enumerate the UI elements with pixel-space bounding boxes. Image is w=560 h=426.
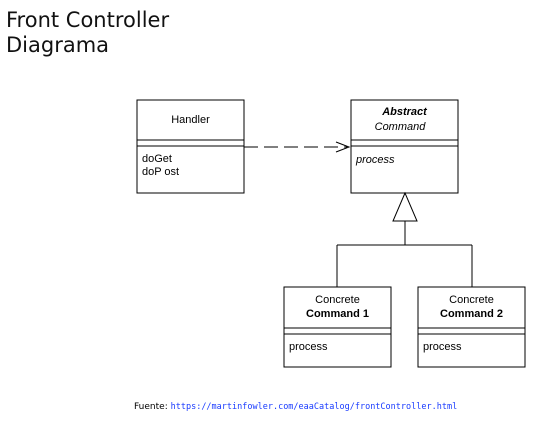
inheritance-connector bbox=[336, 191, 473, 287]
source-footer: Fuente: https://martinfowler.com/eaaCata… bbox=[134, 402, 457, 412]
concrete2-method-process: process bbox=[423, 341, 462, 353]
handler-method-dopost: doP ost bbox=[142, 166, 179, 178]
dependency-arrow bbox=[244, 141, 351, 153]
concrete-command-2-class: Concrete Command 2 process bbox=[417, 286, 526, 368]
concrete2-line1: Concrete bbox=[449, 294, 494, 306]
concrete1-line2: Command 1 bbox=[306, 308, 369, 320]
concrete1-method-process: process bbox=[289, 341, 328, 353]
abstract-command-class: Abstract Command process bbox=[350, 99, 459, 194]
handler-name: Handler bbox=[171, 114, 210, 126]
handler-method-doget: doGet bbox=[142, 153, 172, 165]
abstract-method-process: process bbox=[355, 154, 395, 166]
concrete2-line2: Command 2 bbox=[440, 308, 503, 320]
handler-class: Handler doGet doP ost bbox=[136, 99, 245, 194]
abstract-stereotype: Abstract bbox=[381, 106, 428, 118]
slide-title: Front Controller Diagrama bbox=[6, 8, 169, 58]
abstract-command-name: Command bbox=[375, 121, 427, 133]
title-line-2: Diagrama bbox=[6, 33, 110, 57]
source-label: Fuente: bbox=[134, 402, 168, 412]
title-line-1: Front Controller bbox=[6, 8, 170, 32]
source-link[interactable]: https://martinfowler.com/eaaCatalog/fron… bbox=[170, 402, 458, 412]
concrete1-line1: Concrete bbox=[315, 294, 360, 306]
concrete-command-1-class: Concrete Command 1 process bbox=[283, 286, 392, 368]
